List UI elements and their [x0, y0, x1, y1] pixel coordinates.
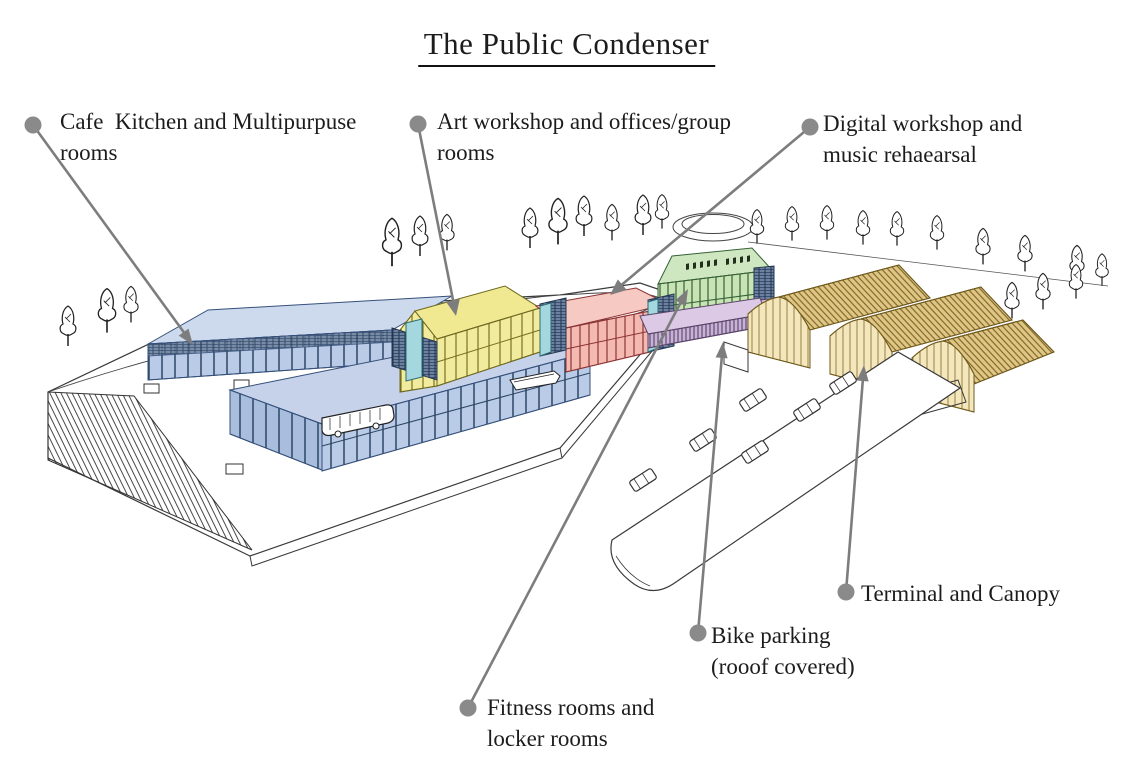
leader-fitness — [466, 299, 684, 709]
dot-digital — [801, 118, 819, 136]
ferry-bus — [321, 404, 395, 438]
annotation-digital: Digital workshop and music rehaearsal — [823, 108, 1022, 170]
leader-cafe — [31, 124, 190, 339]
annotation-cafe-line1: Cafe Kitchen and Multipurpuse — [60, 109, 357, 134]
tree-row-path — [747, 241, 1109, 287]
annotation-fitness-line2: locker rooms — [487, 726, 608, 751]
leader-art — [416, 123, 456, 306]
pier-road — [610, 351, 962, 592]
dot-art — [409, 115, 427, 133]
page-title: The Public Condenser — [417, 26, 716, 67]
annotation-art-line1: Art workshop and offices/group — [437, 109, 732, 134]
annotation-terminal: Terminal and Canopy — [861, 578, 1060, 609]
annotation-terminal-line1: Terminal and Canopy — [861, 581, 1060, 606]
stair-bank — [47, 391, 253, 551]
dot-bike — [689, 624, 707, 642]
annotation-cafe: Cafe Kitchen and Multipurpuse rooms — [60, 106, 356, 168]
leader-lines — [31, 123, 865, 709]
dot-terminal — [837, 583, 855, 601]
boat — [509, 370, 561, 391]
leader-bike — [696, 354, 724, 634]
dot-cafe — [24, 116, 42, 134]
annotation-bike-line2: (rooof covered) — [711, 654, 855, 679]
annotation-art-line2: rooms — [437, 140, 495, 165]
annotation-bike-line1: Bike parking — [711, 623, 831, 648]
leader-arrowheads — [178, 279, 869, 382]
annotation-digital-line1: Digital workshop and — [823, 111, 1023, 136]
annotation-art: Art workshop and offices/group rooms — [437, 106, 731, 168]
dot-fitness — [459, 699, 477, 717]
annotation-digital-line2: music rehaearsal — [823, 142, 977, 167]
glass-connector-b — [539, 297, 567, 357]
roof-windows — [686, 255, 750, 270]
annotation-cafe-line2: rooms — [60, 140, 118, 165]
glass-connector-a — [391, 318, 438, 382]
annotation-bike: Bike parking (rooof covered) — [711, 620, 855, 682]
annotation-fitness: Fitness rooms and locker rooms — [487, 692, 654, 754]
leader-terminal — [844, 377, 865, 593]
annotation-fitness-line1: Fitness rooms and — [487, 695, 655, 720]
cars — [629, 371, 857, 492]
terminal-sheds — [723, 264, 1055, 419]
leader-digital — [618, 126, 811, 288]
marker-dots — [24, 115, 855, 717]
